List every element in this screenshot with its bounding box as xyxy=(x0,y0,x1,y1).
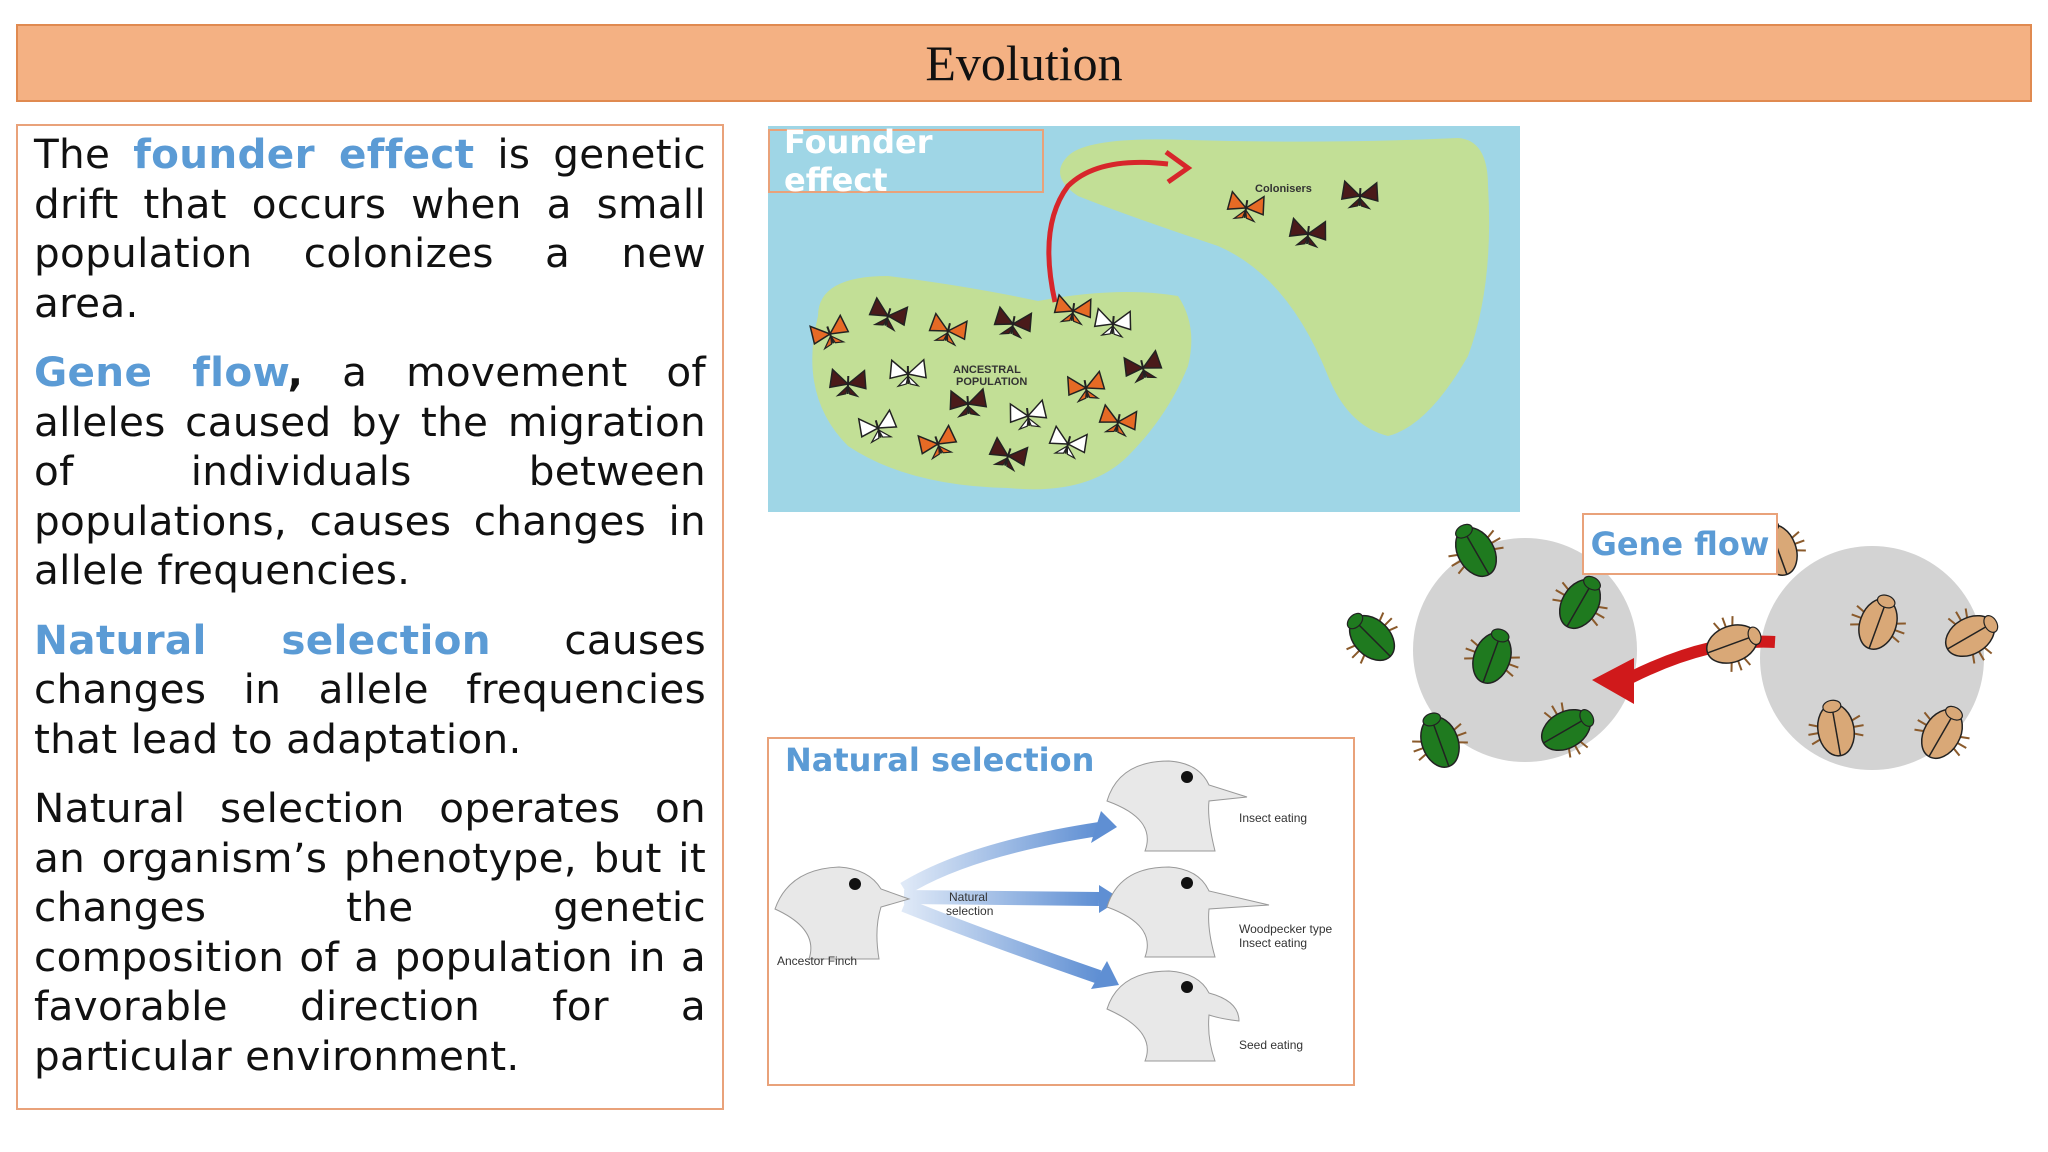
beetle-icon xyxy=(1346,612,1398,664)
beetle-icon xyxy=(1541,702,1595,758)
butterfly-icon xyxy=(1098,403,1138,438)
population-right xyxy=(1760,546,1984,770)
paragraph-gene-flow: Gene flow, a movement of alleles caused … xyxy=(34,348,706,596)
founder-effect-label: Founder effect xyxy=(768,123,1044,199)
butterfly-icon xyxy=(1009,398,1048,431)
butterfly-icon xyxy=(1340,179,1379,210)
colonisers-label: Colonisers xyxy=(1255,183,1312,195)
natural-selection-label: Natural selection xyxy=(785,741,1095,779)
gene-flow-label: Gene flow xyxy=(1582,513,1778,575)
butterfly-icon xyxy=(828,367,867,398)
arrow-label-line1: Natural xyxy=(949,890,988,904)
butterfly-icon xyxy=(1053,293,1092,326)
selection-arrow-mid xyxy=(903,890,1100,906)
beetle-icon xyxy=(1850,594,1906,650)
selection-arrow-down xyxy=(901,898,1102,984)
title-bar: Evolution xyxy=(16,24,2032,102)
natural-selection-panel: Natural selection Natural selection Ance… xyxy=(767,737,1355,1086)
keyword-gene-flow: Gene flow xyxy=(34,348,288,396)
butterfly-icon xyxy=(928,311,968,347)
text-box: The founder effect is genetic drift that… xyxy=(16,124,724,1110)
founder-effect-panel: Colonisers ANCESTRAL POPULATION xyxy=(768,126,1520,512)
finch-insect-eating xyxy=(1106,760,1248,852)
butterfly-icon xyxy=(993,305,1033,340)
butterfly-icon xyxy=(889,358,927,388)
butterfly-icon xyxy=(949,387,988,418)
butterflies xyxy=(809,179,1379,473)
butterfly-icon xyxy=(1123,349,1163,384)
keyword-founder-effect: founder effect xyxy=(133,130,475,178)
butterfly-icon xyxy=(988,436,1029,473)
para-text: causes changes in allele frequencies tha… xyxy=(34,615,706,763)
para-comma: , xyxy=(287,348,304,396)
para-text: The xyxy=(34,130,134,178)
selection-arrow-down-head xyxy=(1091,961,1119,989)
beetle-icon xyxy=(1552,575,1608,629)
butterfly-icon xyxy=(1048,424,1089,460)
para-text: is genetic drift that occurs when a smal… xyxy=(34,130,706,327)
beetle-icon xyxy=(1706,616,1762,672)
butterfly-icon xyxy=(868,296,909,333)
beetle-icon xyxy=(1464,628,1520,684)
finch-seed-eating xyxy=(1106,970,1240,1062)
butterfly-icon xyxy=(917,423,958,461)
keyword-natural-selection: Natural selection xyxy=(34,615,491,664)
page-title: Evolution xyxy=(925,35,1123,91)
paragraph-natural-selection: Natural selection causes changes in alle… xyxy=(34,616,706,765)
finch-illustration: Natural selection Ancestor Finch Insect … xyxy=(774,760,1332,1062)
ancestral-label-line1: ANCESTRAL xyxy=(953,364,1021,376)
butterfly-icon xyxy=(1066,369,1106,403)
beetle-icon xyxy=(1914,705,1970,759)
finch1-label: Insect eating xyxy=(1239,811,1307,825)
finch-woodpecker-type xyxy=(1106,866,1270,958)
beetle-icon xyxy=(1808,699,1864,757)
new-island xyxy=(1060,138,1490,436)
ancestor-finch xyxy=(774,866,911,960)
paragraph-phenotype: Natural selection operates on an organis… xyxy=(34,784,706,1080)
butterfly-icon xyxy=(857,408,898,444)
butterfly-icon xyxy=(1226,190,1265,223)
selection-arrow-up xyxy=(900,822,1101,895)
butterfly-icon xyxy=(1288,216,1327,249)
migration-arrow xyxy=(1046,159,1169,303)
founder-effect-illustration: Colonisers ANCESTRAL POPULATION xyxy=(809,138,1490,490)
beetle-icon xyxy=(1448,523,1504,577)
finch2-label-line1: Woodpecker type xyxy=(1239,922,1332,936)
arrow-label-line2: selection xyxy=(946,904,993,918)
para-text: a movement of alleles caused by the migr… xyxy=(34,348,706,594)
paragraph-founder-effect: The founder effect is genetic drift that… xyxy=(34,130,706,328)
gene-flow-arrow-head xyxy=(1592,658,1634,704)
ancestor-finch-label: Ancestor Finch xyxy=(777,954,857,968)
butterfly-icon xyxy=(1093,307,1132,339)
beetle-icon xyxy=(1412,712,1468,768)
ancestral-island xyxy=(812,276,1192,490)
gene-flow-illustration xyxy=(1346,520,1999,770)
selection-arrow-up-head xyxy=(1091,811,1117,843)
finch3-label: Seed eating xyxy=(1239,1038,1303,1052)
butterfly-icon xyxy=(809,313,850,351)
finch2-label-line2: Insect eating xyxy=(1239,936,1307,950)
arrow-head xyxy=(1164,149,1193,185)
beetle-icon xyxy=(1945,608,1999,664)
ancestral-label-line2: POPULATION xyxy=(956,376,1027,388)
